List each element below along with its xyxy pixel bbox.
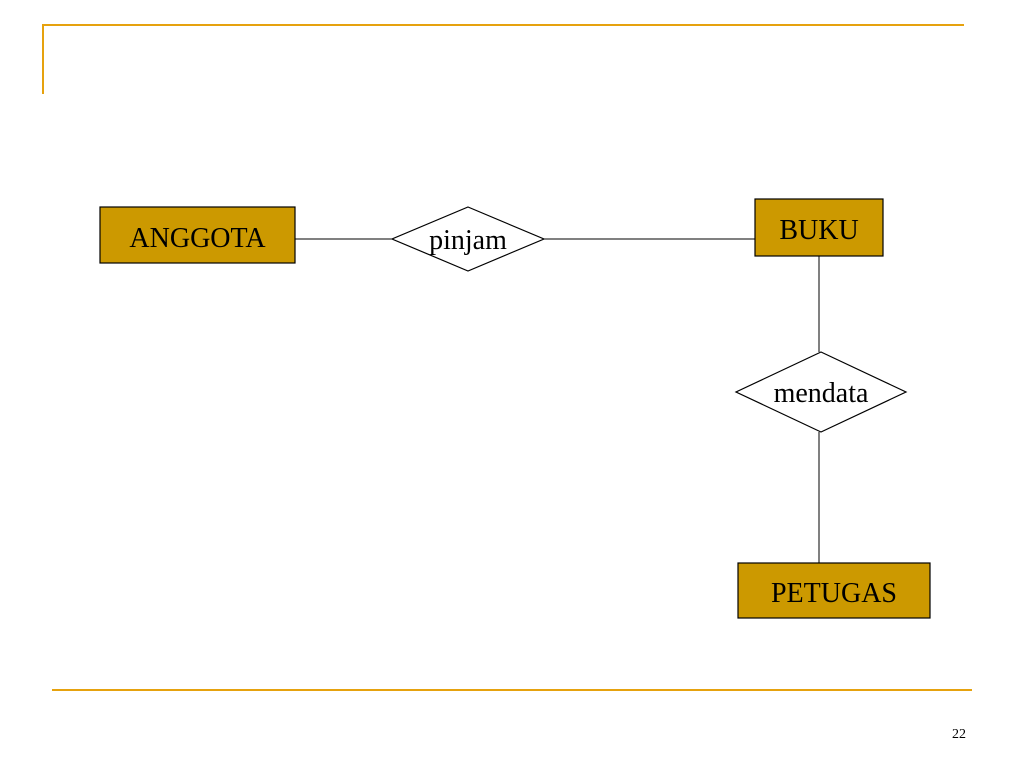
entity-anggota-label: ANGGOTA [129, 223, 266, 254]
page-number: 22 [952, 727, 966, 742]
relationship-pinjam-label: pinjam [429, 225, 507, 256]
entity-petugas-box [737, 562, 931, 619]
relationship-mendata-diamond [734, 351, 908, 433]
entity-buku[interactable]: BUKU [754, 198, 884, 257]
entity-anggota-box [99, 206, 296, 264]
relationship-pinjam-diamond [390, 206, 546, 272]
bottom-border-line [52, 689, 972, 691]
entity-petugas[interactable]: PETUGAS [737, 562, 931, 619]
entity-anggota[interactable]: ANGGOTA [99, 206, 296, 264]
top-border-line [42, 24, 964, 26]
entity-petugas-label: PETUGAS [771, 578, 897, 609]
relationship-mendata-label: mendata [774, 378, 869, 409]
relationship-pinjam[interactable]: pinjam [390, 206, 546, 272]
relationship-mendata[interactable]: mendata [734, 351, 908, 433]
entity-buku-box [754, 198, 884, 257]
entity-buku-label: BUKU [779, 215, 858, 246]
left-border-line [42, 24, 44, 94]
